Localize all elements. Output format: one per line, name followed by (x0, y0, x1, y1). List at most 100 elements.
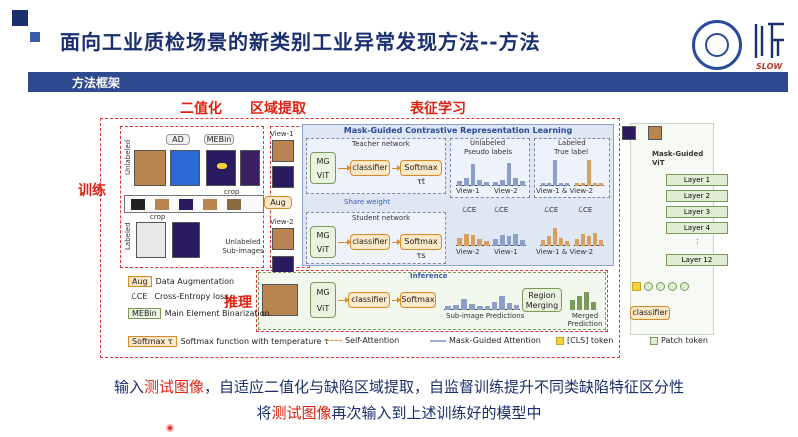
chart-bar (564, 183, 570, 186)
stage-label-infer: 推理 (224, 295, 252, 311)
chart-bar (580, 183, 586, 186)
student-view2-label: View-2 (456, 248, 480, 256)
chart-bar (499, 235, 505, 246)
chart-bar (592, 232, 598, 246)
unlabeled-label: Unlabeled (124, 139, 132, 175)
true-label-chart-1 (540, 158, 570, 186)
title-decor-square-small (30, 32, 40, 42)
chart-bar (470, 163, 476, 186)
share-weight-label: Share weight (344, 198, 391, 206)
student-view1-label: View-1 (494, 248, 518, 256)
inference-region (256, 270, 608, 332)
chart-bar (506, 236, 512, 246)
legend-self-attention: Self-Attention (326, 336, 399, 345)
loss-label-1: ℒCE (462, 206, 477, 214)
teacher-label: Teacher network (352, 140, 410, 148)
vit-layer: Layer 12 (666, 254, 728, 266)
chart-bar (598, 183, 604, 186)
mebin-label: MEBin (204, 134, 234, 145)
inference-mg-vit: MG ViT (310, 282, 336, 318)
chart-bar (558, 237, 564, 246)
chart-bar (552, 160, 558, 186)
chart-bar (463, 178, 469, 186)
true-view-label: View-1 & View-2 (536, 187, 594, 195)
loss-label-3: ℒCE (544, 206, 559, 214)
arrow (392, 239, 401, 245)
vit-image-thumb (648, 126, 662, 140)
chart-bar (461, 299, 467, 310)
chart-bar (485, 305, 491, 310)
chart-bar (477, 305, 483, 310)
pseudo-view2-label: View-2 (494, 187, 518, 195)
student-classifier: classifier (350, 234, 390, 250)
arrow (392, 165, 401, 171)
chart-bar (520, 180, 525, 186)
merged-prediction-label: Merged Prediction (567, 312, 603, 328)
summary-line-2: 将测试图像再次输入到上述训练好的模型中 (256, 404, 542, 422)
stage-label-region: 区域提取 (250, 101, 306, 117)
chart-bar (493, 238, 498, 246)
chart-bar (564, 241, 570, 246)
chart-bar (493, 182, 498, 186)
legend-patch: Patch token (650, 336, 708, 345)
vit-mask-thumb (622, 126, 636, 140)
lab-logo-icon (754, 22, 784, 58)
token-row (632, 282, 710, 292)
unlabeled-sub-label: Unlabeled Sub-images (222, 238, 264, 255)
chart-bar (552, 228, 558, 246)
loss-label-4: ℒCE (578, 206, 593, 214)
student-mg-vit: MG ViT (310, 226, 336, 258)
arrow (392, 297, 401, 303)
chart-bar (484, 241, 489, 246)
teacher-softmax: Softmax τt (400, 160, 442, 186)
inference-classifier: classifier (348, 292, 390, 308)
view1-label: View-1 (270, 130, 294, 138)
true-label-panel (534, 138, 610, 198)
chart-bar (499, 295, 505, 310)
stage-label-repr: 表征学习 (410, 101, 466, 117)
region-merging-block: Region Merging (522, 288, 562, 312)
method-diagram (100, 118, 620, 358)
labeled-image (136, 222, 166, 258)
chart-bar (470, 235, 476, 246)
lab-logo-text: SLOW (756, 62, 783, 71)
page-title: 面向工业质检场景的新类别工业异常发现方法--方法 (60, 30, 541, 54)
chart-bar (513, 304, 519, 310)
mask-thumb-image (240, 150, 260, 186)
vit-title: Mask-Guided ViT (652, 150, 704, 167)
chart-bar (546, 236, 552, 246)
sub-image-predictions-chart-2 (484, 290, 520, 310)
section-header: 方法框架 (28, 72, 788, 92)
chart-bar (540, 240, 546, 246)
labeled-mask-image (172, 222, 200, 258)
crop-label-2: crop (150, 213, 166, 221)
true-label-header: True label (554, 148, 589, 156)
summary-line-1: 输入测试图像，自适应二值化与缺陷区域提取，自监督训练提升不同类缺陷特征区分性 (113, 378, 685, 396)
student-label: Student network (352, 214, 411, 222)
stage-label-binarize: 二值化 (180, 101, 222, 117)
chart-bar (586, 236, 592, 246)
unlabeled-header: Unlabeled (470, 139, 506, 147)
vit-classifier: classifier (630, 306, 670, 320)
chart-bar (463, 234, 469, 246)
legend-cls: [CLS] token (556, 336, 613, 345)
vit-layer: Layer 4 (666, 222, 728, 234)
teacher-mg-vit: MG ViT (310, 152, 336, 184)
labeled-label: Labeled (124, 222, 132, 250)
merged-prediction-chart (568, 290, 600, 310)
chart-bar (558, 183, 564, 186)
student-view2-chart (456, 220, 490, 246)
labeled-header: Labeled (558, 139, 586, 147)
pseudo-labels-header: Pseudo labels (464, 148, 513, 156)
chart-bar (546, 183, 552, 186)
chart-bar (457, 237, 462, 246)
student-view-label: View-1 & View-2 (536, 248, 594, 256)
chart-bar (513, 234, 519, 246)
wood-image (134, 150, 166, 186)
student-labeled-chart-1 (540, 220, 570, 246)
pseudo-label-panel (450, 138, 530, 198)
title-decor-square (12, 10, 28, 26)
